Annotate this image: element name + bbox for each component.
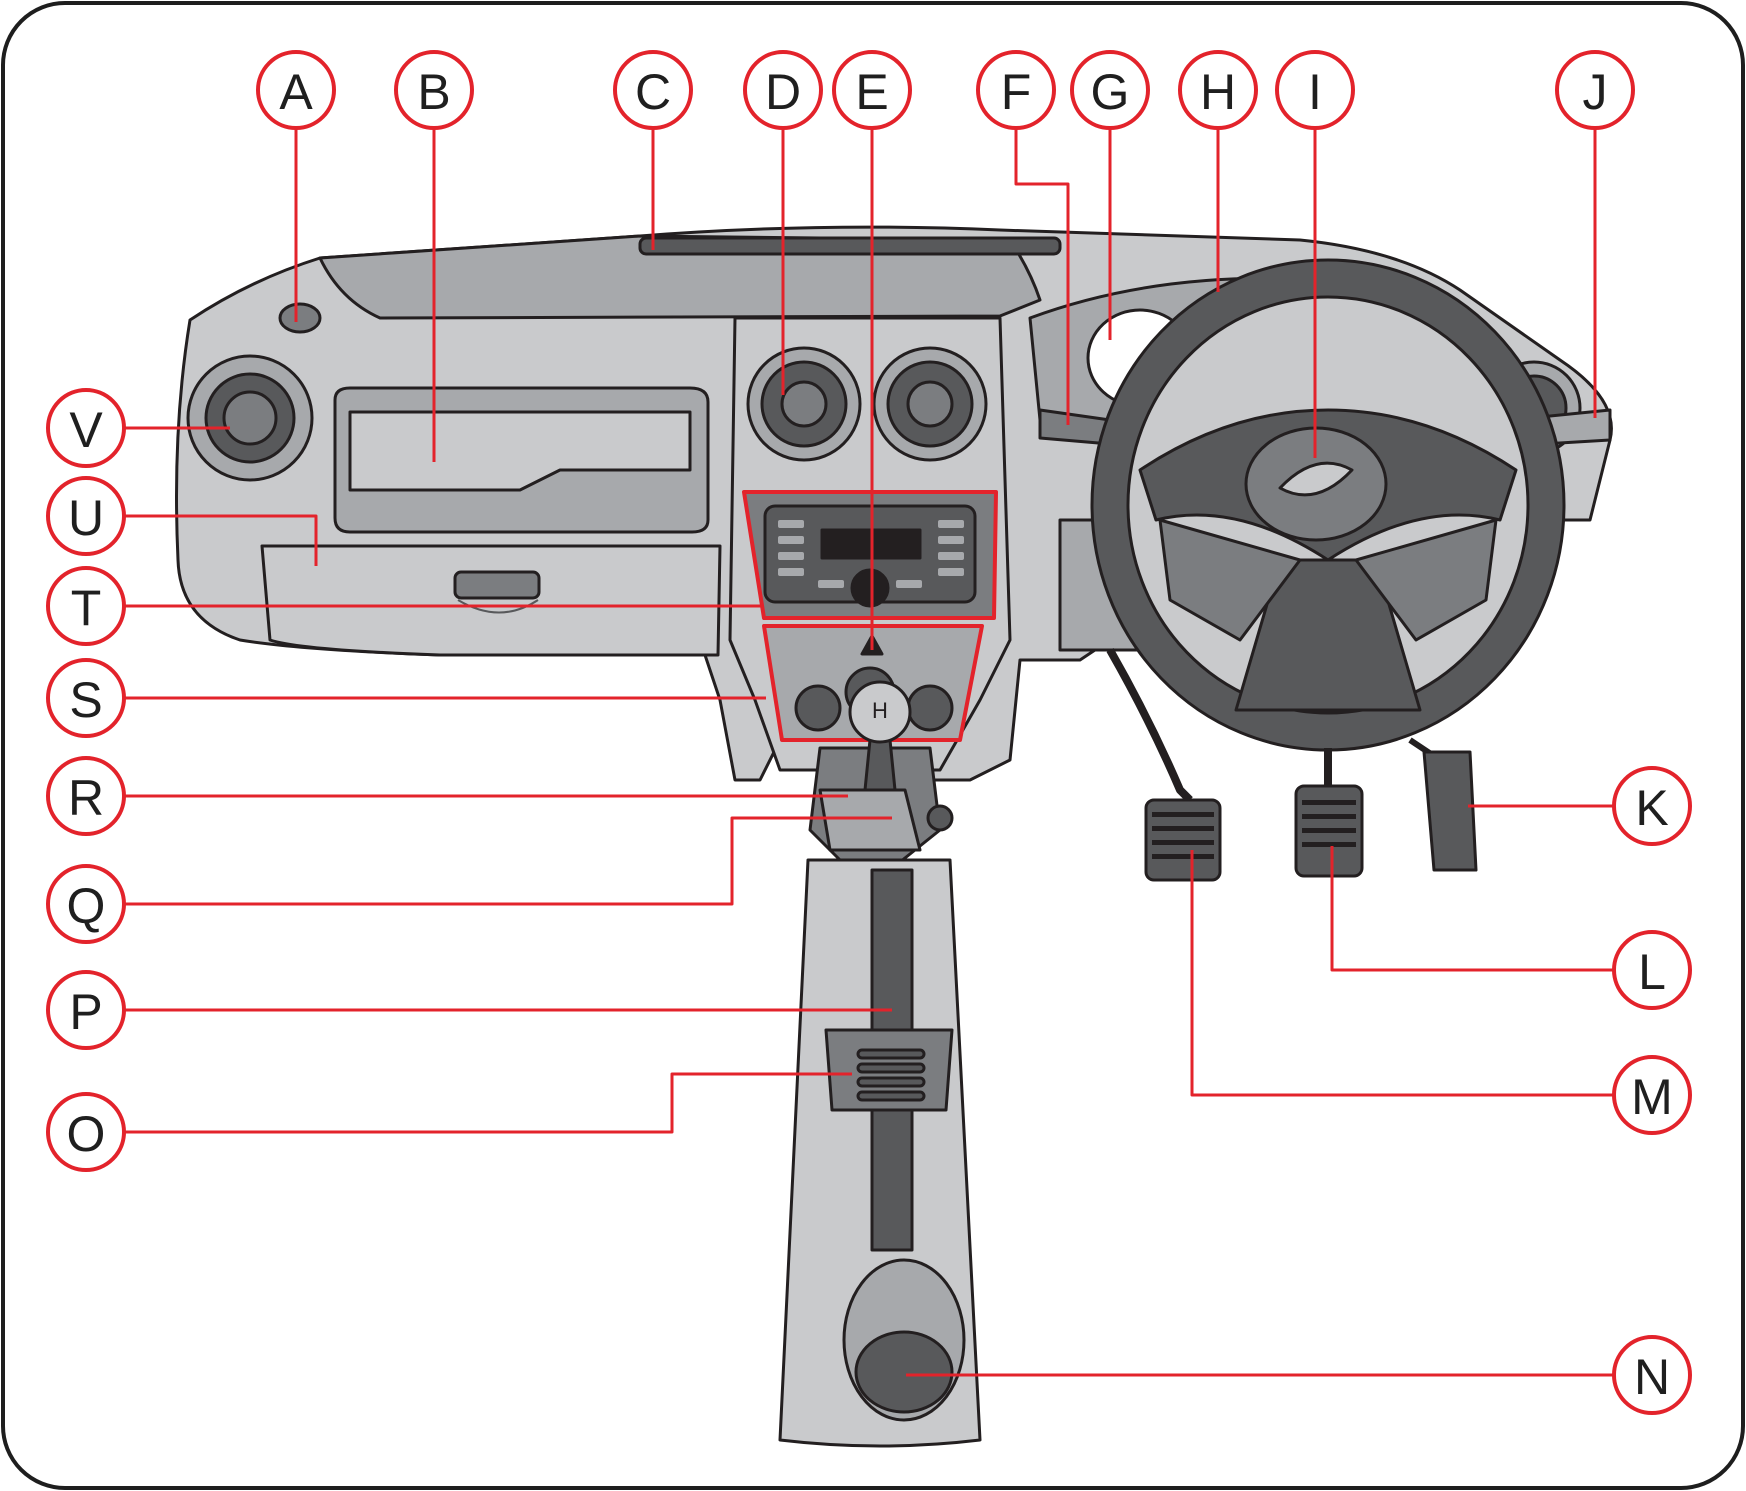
callout-s: S	[46, 658, 126, 738]
callout-c-label: C	[635, 64, 671, 120]
glove-box-handle	[453, 570, 541, 600]
leader-u	[124, 514, 318, 566]
leader-l	[1330, 846, 1614, 972]
audio-volume-knob	[850, 568, 890, 608]
hvac-fan-knob	[794, 684, 842, 732]
left-tweeter	[278, 302, 322, 334]
callout-m-label: M	[1631, 1069, 1673, 1125]
callout-d: D	[743, 50, 823, 130]
callout-h: H	[1178, 50, 1258, 130]
callout-g-label: G	[1091, 64, 1130, 120]
callout-j-label: J	[1583, 64, 1608, 120]
callout-u-label: U	[68, 490, 104, 546]
console-front-bracket	[818, 788, 922, 852]
callout-i: I	[1275, 50, 1355, 130]
callout-l: L	[1612, 930, 1692, 1010]
callout-q-label: Q	[67, 878, 106, 934]
accelerator-pedal	[1408, 737, 1478, 872]
callout-p-label: P	[69, 984, 102, 1040]
callout-l-label: L	[1638, 944, 1666, 1000]
callout-o: O	[46, 1092, 126, 1172]
glove-box	[260, 544, 722, 657]
callout-v-label: V	[69, 402, 103, 458]
leader-q	[124, 816, 892, 906]
callout-k: K	[1612, 766, 1692, 846]
leader-m	[1190, 850, 1614, 1097]
callout-g: G	[1070, 50, 1150, 130]
center-vent-right	[872, 346, 988, 462]
callout-e-label: E	[855, 64, 888, 120]
callout-k-label: K	[1635, 780, 1668, 836]
callout-s-label: S	[69, 672, 102, 728]
callout-q: Q	[46, 864, 126, 944]
brand-logo-icon	[1278, 461, 1354, 497]
leader-f	[1014, 124, 1070, 425]
callout-n-label: N	[1634, 1349, 1670, 1405]
brake-pedal	[1294, 748, 1364, 878]
parking-brake-boot	[824, 1028, 954, 1112]
callout-e: E	[832, 50, 912, 130]
callout-n: N	[1612, 1335, 1692, 1415]
svg-text:H: H	[872, 698, 888, 723]
callout-t: T	[46, 566, 126, 646]
callouts: A B C D E F G H I J K L M N O P Q R S T …	[46, 50, 1692, 1415]
callout-v: V	[46, 388, 126, 468]
gear-knob	[848, 680, 912, 744]
callout-b-label: B	[417, 64, 450, 120]
callout-o-label: O	[67, 1106, 106, 1162]
callout-f-label: F	[1001, 64, 1032, 120]
dashboard-illustration: H	[175, 225, 1613, 1448]
callout-h-label: H	[1200, 64, 1236, 120]
callout-r-label: R	[68, 770, 104, 826]
callout-p: P	[46, 970, 126, 1050]
callout-r: R	[46, 756, 126, 836]
center-vent-left	[746, 346, 862, 462]
callout-m: M	[1612, 1055, 1692, 1135]
callout-j: J	[1555, 50, 1635, 130]
callout-i-label: I	[1308, 64, 1322, 120]
callout-d-label: D	[765, 64, 801, 120]
leader-lines	[124, 124, 1614, 1377]
clutch-pedal	[1106, 648, 1222, 882]
leader-o	[124, 1072, 852, 1134]
callout-f: F	[976, 50, 1056, 130]
callout-t-label: T	[71, 580, 102, 636]
hvac-mode-knob	[906, 684, 954, 732]
callout-u: U	[46, 476, 126, 556]
defroster-vent	[638, 236, 1062, 256]
callout-a-label: A	[279, 64, 313, 120]
callout-c: C	[613, 50, 693, 130]
callout-a: A	[256, 50, 336, 130]
callout-b: B	[394, 50, 474, 130]
